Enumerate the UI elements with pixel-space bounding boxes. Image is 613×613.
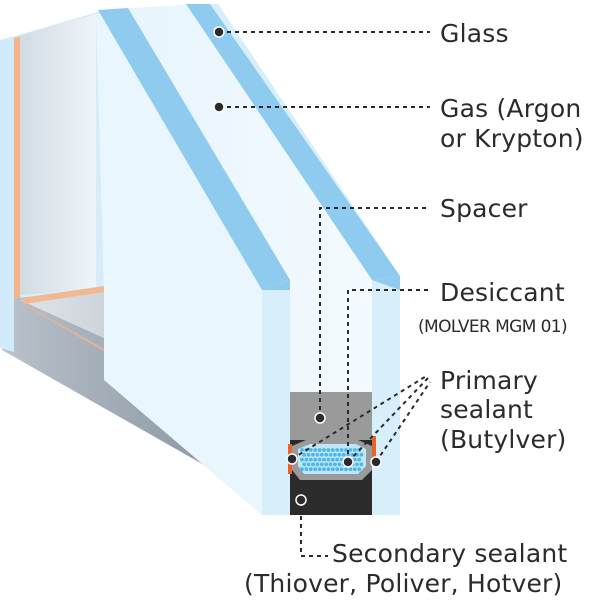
desiccant-bead (352, 467, 357, 472)
desiccant-bead (330, 448, 335, 452)
desiccant-bead (326, 448, 331, 452)
desiccant-bead (313, 457, 318, 462)
desiccant-bead (311, 452, 315, 457)
desiccant-bead (317, 457, 322, 462)
desiccant-bead (324, 462, 329, 467)
desiccant-bead (337, 462, 342, 467)
gas-gap (96, 5, 382, 515)
desiccant-bead (337, 452, 342, 457)
desiccant-bead (304, 457, 309, 462)
glass-edges (98, 4, 400, 515)
desiccant-bead (326, 467, 331, 472)
desiccant-bead (322, 467, 326, 472)
desiccant-bead (319, 452, 324, 457)
label-gas-line1: Gas (Argon (440, 94, 582, 123)
desiccant-bead (348, 448, 353, 452)
desiccant-bead (317, 448, 322, 452)
desiccant-bead (359, 452, 364, 457)
desiccant-bead (333, 452, 337, 457)
desiccant-bead (348, 467, 353, 472)
desiccant-bead (357, 457, 362, 462)
desiccant-bead (339, 448, 344, 452)
desiccant-bead (328, 452, 333, 457)
desiccant-bead (341, 452, 346, 457)
desiccant-bead (330, 467, 335, 472)
desiccant-bead (339, 467, 344, 472)
left-outer-edge (0, 36, 14, 352)
desiccant-bead (315, 452, 320, 457)
desiccant-bead (306, 452, 311, 457)
desiccant-bead (322, 448, 326, 452)
desiccant-bead (302, 462, 307, 467)
leader-lines (219, 31, 431, 557)
desiccant-bead (335, 448, 340, 452)
spacer-profile (290, 392, 372, 440)
desiccant-bead (326, 457, 331, 462)
desiccant-bead (315, 462, 320, 467)
label-primary-line2: sealant (440, 395, 534, 424)
desiccant-bead (344, 467, 348, 472)
desiccant-bead (335, 457, 340, 462)
desiccant-bead (359, 462, 364, 467)
desiccant-bead (330, 457, 335, 462)
desiccant-bead (324, 452, 329, 457)
desiccant-bead (355, 462, 359, 467)
leader-dots (213, 26, 382, 506)
back-spacer-strip (14, 37, 20, 302)
desiccant-bead (352, 457, 357, 462)
desiccant-bead (335, 467, 340, 472)
label-spacer: Spacer (440, 194, 528, 223)
back-glass-pane (2, 10, 104, 300)
desiccant-bead (322, 457, 326, 462)
desiccant-bead (313, 448, 318, 452)
desiccant-bead (328, 462, 333, 467)
label-secondary-line1: Secondary sealant (332, 539, 568, 568)
label-desiccant-product: (MOLVER MGM 01) (418, 317, 568, 337)
desiccant-bead (319, 462, 324, 467)
primary-sealant-right (372, 436, 376, 466)
desiccant-bead (308, 457, 313, 462)
label-secondary-line2: (Thiover, Poliver, Hotver) (244, 569, 563, 598)
desiccant-bead (300, 448, 304, 452)
desiccant-bead (306, 462, 311, 467)
desiccant-bead (333, 462, 337, 467)
desiccant-bead (344, 448, 348, 452)
label-gas-line2: or Krypton) (440, 124, 584, 153)
desiccant-bead (352, 448, 357, 452)
desiccant-bead (308, 448, 313, 452)
label-primary-line1: Primary (440, 366, 539, 395)
label-desiccant: Desiccant (440, 278, 565, 307)
desiccant-bead (317, 467, 322, 472)
desiccant-bead (302, 452, 307, 457)
desiccant-bead (311, 462, 315, 467)
label-glass: Glass (440, 19, 509, 48)
desiccant-bead (313, 467, 318, 472)
desiccant-bead (308, 467, 313, 472)
label-primary-line3: (Butylver) (440, 425, 567, 454)
desiccant-bead (357, 467, 362, 472)
desiccant-bead (300, 467, 304, 472)
desiccant-bead (304, 467, 309, 472)
desiccant-bead (300, 457, 304, 462)
